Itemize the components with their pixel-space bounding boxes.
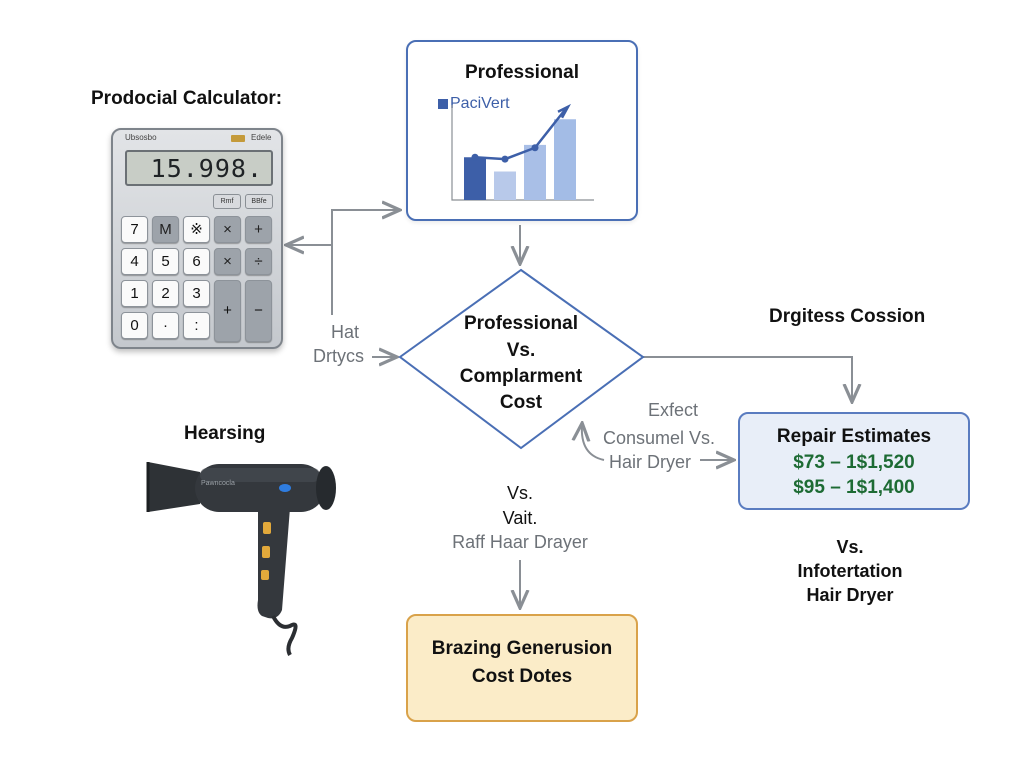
calculator-key: 5 — [152, 248, 179, 275]
diamond-line-4: Cost — [499, 392, 543, 413]
calculator-image: Ubsosbo Edele 15.998. Rmf BBfe 7 M ※ × +… — [111, 128, 283, 349]
calculator-key: 3 — [183, 280, 210, 307]
brazing-line-2: Cost Dotes — [471, 666, 573, 687]
middle-bottom-line-3: Raff Haar Drayer — [452, 532, 588, 552]
calculator-key: · — [152, 312, 179, 339]
hair-dryer-image — [146, 462, 336, 656]
middle-bottom-line-2: Vait. — [502, 508, 538, 528]
middle-bottom-line-1: Vs. — [506, 483, 533, 503]
calculator-key: + — [214, 280, 241, 342]
calculator-key: × — [214, 216, 241, 243]
repair-estimates-box: Repair Estimates $73 – 1$1,520 $95 – 1$1… — [738, 412, 970, 510]
calculator-key: 0 — [121, 312, 148, 339]
calculator-brand: Ubsosbo — [125, 133, 157, 142]
chart-bar — [464, 157, 486, 200]
professional-box: Professional PaciVert — [406, 40, 638, 221]
diamond-line-1: Professional — [463, 313, 579, 334]
calculator-title: Prodocial Calculator: — [91, 88, 283, 109]
decision-diamond — [398, 268, 645, 450]
arrow-diamond-to-repair — [643, 356, 852, 400]
calculator-key: × — [214, 248, 241, 275]
arrow-to-professional — [331, 210, 398, 245]
repair-estimate-1: $73 – 1$1,520 — [793, 452, 915, 473]
middle-right-line-1: Exfect — [648, 400, 699, 420]
calculator-key: ※ — [183, 216, 210, 243]
calculator-key: − — [245, 280, 272, 342]
chart-axis — [451, 105, 594, 201]
calculator-key: + — [245, 216, 272, 243]
brazing-line-1: Brazing Generusion — [431, 638, 613, 659]
hair-dryer-heading: Hearsing — [184, 423, 266, 444]
calculator-screen: 15.998. — [125, 150, 273, 186]
calculator-key: M — [152, 216, 179, 243]
chart-bar — [554, 119, 576, 200]
chart-trend-line — [474, 108, 566, 161]
professional-title: Professional — [464, 62, 580, 83]
calculator-display: 15.998. — [150, 154, 263, 183]
middle-right-line-3: Hair Dryer — [609, 452, 692, 472]
chart-trend-arrowhead — [557, 103, 572, 119]
calculator-key: 7 — [121, 216, 148, 243]
arrow-back-to-diamond — [582, 425, 605, 461]
chart-point — [531, 144, 539, 152]
professional-chart — [451, 103, 594, 201]
calculator-mode: Edele — [251, 133, 272, 142]
repair-estimate-2: $95 – 1$1,400 — [793, 477, 915, 498]
calculator-key: 6 — [183, 248, 210, 275]
bottom-right-line-2: Infotertation — [797, 561, 903, 581]
legend-label: PaciVert — [450, 95, 510, 112]
chart-point — [501, 155, 509, 163]
calculator-key: 2 — [152, 280, 179, 307]
bottom-right-line-3: Hair Dryer — [806, 585, 894, 605]
middle-right-line-2: Consumel Vs. — [603, 428, 716, 448]
chart-point — [471, 153, 479, 161]
chart-bar — [524, 144, 546, 200]
hair-dryer-brand: Pawncocla — [201, 480, 235, 487]
brazing-box: Brazing Generusion Cost Dotes — [406, 614, 638, 722]
calculator-fn-key: BBfe — [245, 194, 273, 209]
left-label-line-1: Hat — [331, 322, 360, 342]
legend-swatch — [438, 99, 448, 109]
diamond-line-2: Vs. — [506, 340, 536, 361]
calculator-fn-key: Rmf — [213, 194, 241, 209]
solar-panel-icon — [231, 135, 245, 142]
diamond-line-3: Complarment — [459, 366, 583, 387]
calculator-key: : — [183, 312, 210, 339]
repair-title: Repair Estimates — [776, 426, 932, 447]
calculator-key: 4 — [121, 248, 148, 275]
left-label-line-2: Drtycs — [313, 346, 364, 366]
calculator-key: 1 — [121, 280, 148, 307]
right-heading: Drgitess Cossion — [769, 306, 926, 327]
chart-bar — [494, 171, 516, 200]
bottom-right-line-1: Vs. — [836, 537, 864, 557]
calculator-key: ÷ — [245, 248, 272, 275]
